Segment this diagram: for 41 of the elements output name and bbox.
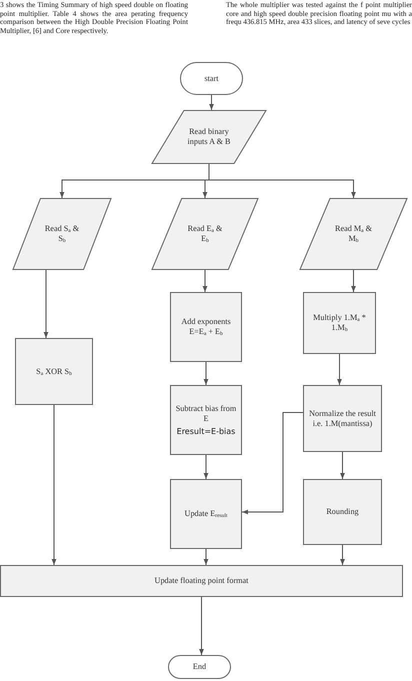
step-label: Update floating point format (154, 576, 248, 586)
arrow (340, 452, 345, 480)
arrow (204, 362, 208, 386)
process-bar (0, 565, 403, 597)
input-parallelogram (152, 198, 258, 270)
process-box (170, 385, 242, 455)
step-label: Rounding (326, 507, 359, 517)
input-parallelogram (152, 110, 266, 164)
step-label: Read binary inputs A & B (186, 127, 232, 147)
arrow (208, 164, 356, 198)
step-label: Subtract bias from E (174, 404, 238, 424)
process-box (303, 292, 376, 354)
arrow (204, 548, 208, 566)
arrow (44, 270, 48, 338)
step-label: Read E$_{a}$ & E$_{b}$ (186, 224, 224, 244)
arrow (204, 454, 208, 480)
step-label: start (204, 74, 219, 84)
process-box (170, 479, 242, 549)
process-box (303, 479, 382, 545)
step-label: Normalize the result i.e. 1.M(mantissa) (308, 408, 377, 428)
process-box (170, 292, 242, 362)
process-box (303, 385, 382, 452)
arrow (340, 544, 345, 566)
arrow (337, 354, 342, 386)
step-label: Read S$_{a}$ & S$_{b}$ (44, 224, 80, 244)
step-label: End (192, 662, 206, 672)
step-label: S$_{a}$ XOR S$_{b}$ (36, 366, 72, 376)
arrow (202, 270, 208, 292)
arrow (351, 270, 356, 292)
step-label: Multiply 1.M$_{a}$ * 1.M$_{b}$ (312, 313, 367, 333)
step-label: Update E$_{result}$ (184, 509, 228, 519)
step-label: Read M$_{a}$ & M$_{b}$ (334, 224, 374, 244)
input-parallelogram (13, 198, 111, 270)
arrow (209, 94, 214, 110)
step-label: Eresult=E-bias (176, 426, 236, 436)
arrow (199, 596, 204, 656)
arrow (52, 404, 56, 566)
process-box (15, 338, 93, 405)
arrow (242, 412, 304, 514)
step-label: Add exponents E=E$_{a}$ + E$_{b}$ (180, 317, 232, 337)
input-parallelogram (300, 198, 407, 270)
